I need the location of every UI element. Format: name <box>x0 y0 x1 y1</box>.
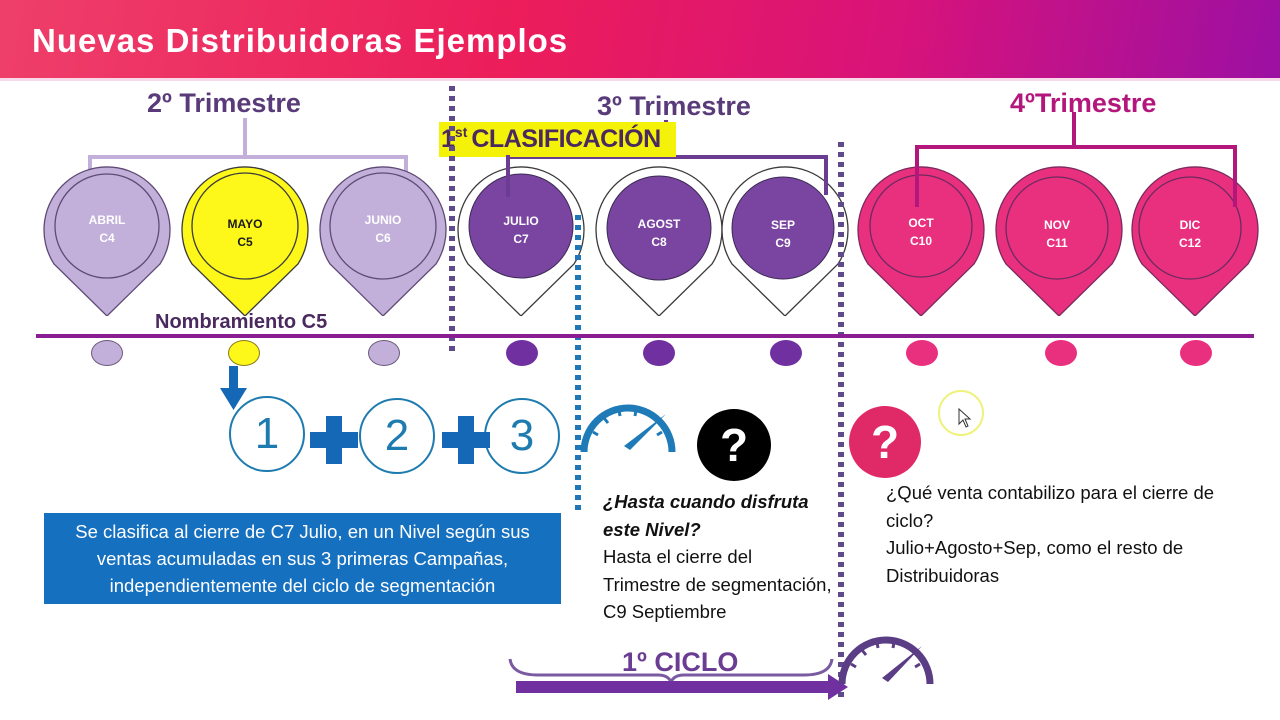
pin-month: JULIO <box>503 214 539 228</box>
pin-cycle: C10 <box>909 234 932 248</box>
sales-count-answer: Julio+Agosto+Sep, como el resto de Distr… <box>886 537 1184 586</box>
pin-cycle: C9 <box>775 236 791 250</box>
classification-label: CLASIFICACIÓN <box>471 125 661 153</box>
cycle-label: 1º CICLO <box>622 647 739 677</box>
quarter-4-title: 4ºTrimestre <box>1010 88 1157 118</box>
pin-label-nov: NOV C11 <box>1007 216 1107 252</box>
pin-label-junio: JUNIO C6 <box>333 211 433 247</box>
map-pin-icon <box>43 166 171 316</box>
sales-count-question: ¿Qué venta contabilizo para el cierre de… <box>886 482 1215 531</box>
pin-cycle: C7 <box>513 232 529 246</box>
pin-cycle: C5 <box>237 235 253 249</box>
pin-month: MAYO <box>227 217 263 231</box>
timeline-dot-julio <box>506 340 538 366</box>
classification-info-box: Se clasifica al cierre de C7 Julio, en u… <box>44 513 561 604</box>
map-pin-icon <box>995 166 1123 316</box>
level-duration-question: ¿Hasta cuando disfruta este Nivel? <box>603 491 809 540</box>
pin-month: AGOST <box>637 217 681 231</box>
sales-count-note: ¿Qué venta contabilizo para el cierre de… <box>886 479 1251 589</box>
question-mark-icon: ? <box>697 409 771 481</box>
cycle-arrow-icon <box>516 674 848 700</box>
quarter-3-bracket-left-leg <box>506 155 510 197</box>
pin-label-oct: OCT C10 <box>871 214 971 250</box>
quarter-3-title: 3º Trimestre <box>597 91 751 121</box>
pin-label-mayo: MAYO C5 <box>195 215 295 251</box>
pin-cycle: C8 <box>651 235 667 249</box>
mouse-pointer-icon <box>958 408 972 428</box>
pin-label-sep: SEP C9 <box>733 216 833 252</box>
timeline-dot-dic <box>1180 340 1212 366</box>
quarter-4-bracket-stem <box>1072 112 1076 148</box>
classification-dotted-line <box>575 215 581 510</box>
classification-superscript: st <box>454 123 468 140</box>
pin-month: OCT <box>908 216 934 230</box>
quarter-4-bracket-right-leg <box>1233 145 1237 207</box>
page-title: Nuevas Distribuidoras Ejemplos <box>32 22 569 59</box>
pin-label-agost: AGOST C8 <box>609 215 709 251</box>
plus-icon <box>442 416 490 464</box>
pin-label-dic: DIC C12 <box>1140 216 1240 252</box>
speedometer-icon <box>838 636 934 685</box>
pin-month: NOV <box>1043 218 1070 232</box>
timeline-dot-junio <box>368 340 400 366</box>
cursor-highlight <box>938 390 984 436</box>
timeline-dot-nov <box>1045 340 1077 366</box>
pin-month: SEP <box>770 218 795 232</box>
quarter-2-title: 2º Trimestre <box>147 88 301 118</box>
pin-cycle: C12 <box>1178 236 1201 250</box>
timeline-dot-mayo <box>228 340 260 366</box>
pin-month: DIC <box>1179 218 1201 232</box>
quarter-2-bracket-stem <box>243 118 247 158</box>
timeline-dot-oct <box>906 340 938 366</box>
pin-month: JUNIO <box>364 213 402 227</box>
arrow-down-icon <box>220 366 247 410</box>
map-pin-icon <box>721 166 849 316</box>
level-duration-note: ¿Hasta cuando disfruta este Nivel? Hasta… <box>603 488 833 626</box>
step-circle-2: 2 <box>359 398 435 474</box>
step-circle-3: 3 <box>484 398 560 474</box>
map-pin-icon <box>457 166 585 316</box>
quarter-4-bracket-left-leg <box>915 145 919 207</box>
timeline-dot-abril <box>91 340 123 366</box>
timeline-axis <box>36 334 1254 338</box>
pin-month: ABRIL <box>88 213 126 227</box>
pin-cycle: C6 <box>375 231 391 245</box>
map-pin-icon <box>181 166 309 316</box>
question-mark-icon: ? <box>849 406 921 478</box>
banner-divider <box>0 78 1280 81</box>
level-duration-answer: Hasta el cierre del Trimestre de segment… <box>603 546 832 622</box>
quarter-separator-dotted-line <box>449 86 455 356</box>
pin-label-julio: JULIO C7 <box>471 212 571 248</box>
speedometer-icon <box>580 404 676 453</box>
map-pin-icon <box>1131 166 1259 316</box>
timeline-dot-agost <box>643 340 675 366</box>
appointment-label: Nombramiento C5 <box>155 311 328 333</box>
map-pin-icon <box>319 166 447 316</box>
map-pin-icon <box>857 166 985 316</box>
plus-icon <box>310 416 358 464</box>
pin-cycle: C11 <box>1046 236 1068 250</box>
map-pin-icon <box>595 166 723 316</box>
step-circle-1: 1 <box>229 396 305 472</box>
title-banner <box>0 0 1280 78</box>
pin-cycle: C4 <box>99 231 115 245</box>
quarter-3-bracket-right-leg <box>824 155 828 195</box>
cycle-end-dotted-line <box>838 142 844 697</box>
timeline-dot-sep <box>770 340 802 366</box>
pin-label-abril: ABRIL C4 <box>57 211 157 247</box>
classification-badge: 1 st CLASIFICACIÓN <box>439 122 676 157</box>
